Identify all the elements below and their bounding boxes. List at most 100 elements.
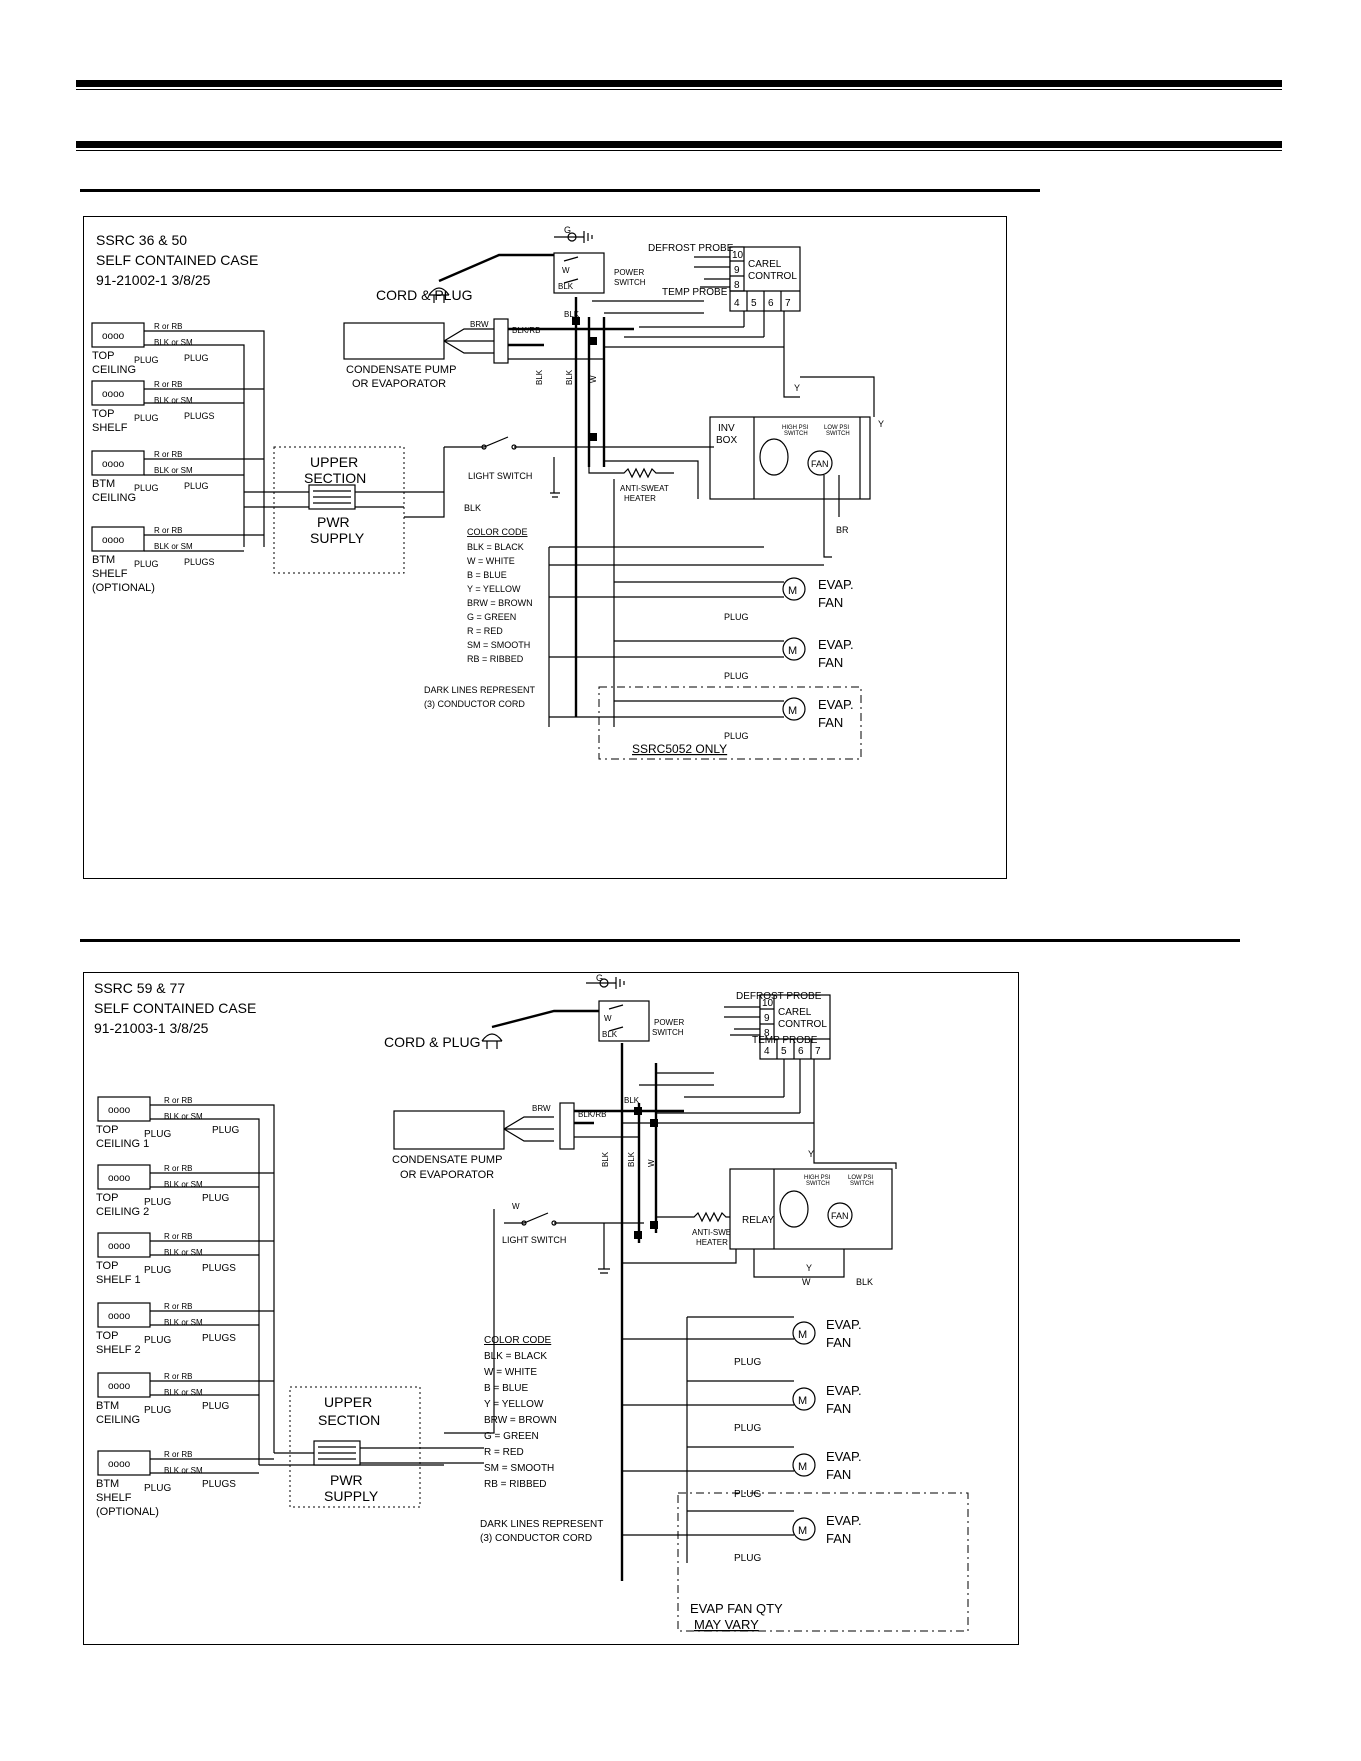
diagram2-color-code-4: Y = YELLOW <box>484 1399 544 1410</box>
diagram2-wire-label-12: BLK or SM <box>164 1466 203 1475</box>
diagram1-wire-label-1: R or RB <box>154 322 182 331</box>
diagram1-color-code-4: Y = YELLOW <box>467 584 521 594</box>
diagram2-light-4-plug-right: PLUGS <box>202 1333 236 1344</box>
diagram2-wire-label-8: BLK or SM <box>164 1318 203 1327</box>
diagram2-wire-label-3: R or RB <box>164 1164 192 1173</box>
diagram2-power-switch-label-1: POWER <box>654 1018 684 1027</box>
wiring-diagram-2-svg: SSRC 59 & 77 SELF CONTAINED CASE 91-2100… <box>94 973 969 1632</box>
diagram2-color-code-2: W = WHITE <box>484 1367 537 1378</box>
diagram2-defrost-probe-label: DEFROST PROBE <box>736 991 822 1002</box>
diagram1-control-label-1: CAREL <box>748 259 782 270</box>
diagram2-blk-3: BLK <box>627 1151 636 1167</box>
carel-control: 10 9 8 4 5 6 7 CAREL CONTROL <box>759 994 831 1060</box>
top-rule-thick-1 <box>76 80 1282 87</box>
anti-sweat-heater: ANTI-SWEAT HEATER <box>656 1211 741 1247</box>
diagram1-cord-plug-label: CORD & PLUG <box>376 287 472 303</box>
diagram2-blk-2: BLK <box>601 1151 610 1167</box>
svg-text:oooo: oooo <box>108 1381 131 1392</box>
wiring-diagram-1: SSRC 36 & 50 SELF CONTAINED CASE 91-2100… <box>83 216 1007 879</box>
diagram1-wire-label-6: BLK or SM <box>154 466 193 475</box>
diagram2-wire-label-7: R or RB <box>164 1302 192 1311</box>
evap-fan-1: M EVAP. FAN PLUG <box>734 1317 862 1368</box>
diagram1-motor-1: M <box>788 585 797 597</box>
diagram1-light-2-name-1: TOP <box>92 408 114 420</box>
diagram2-upper-section-2: SECTION <box>318 1412 380 1428</box>
diagram2-term-8: 8 <box>764 1028 770 1039</box>
diagram2-light-4-name-1: TOP <box>96 1330 118 1342</box>
diagram1-color-code-title: COLOR CODE <box>467 527 528 537</box>
optional-fan-box <box>677 1492 969 1632</box>
diagram2-light-3-name-2: SHELF 1 <box>96 1274 141 1286</box>
diagram2-low-psi-1: LOW PSI <box>848 1175 873 1181</box>
diagram2-light-3-plug-left: PLUG <box>144 1265 171 1276</box>
diagram2-evap-fan-2-label-1: EVAP. <box>826 1383 862 1398</box>
diagram2-dark-lines-1: DARK LINES REPRESENT <box>480 1519 603 1530</box>
diagram1-optional-note: SSRC5052 ONLY <box>632 742 727 756</box>
diagram1-fan-label: FAN <box>811 459 829 469</box>
diagram1-blk-3: BLK <box>565 369 574 385</box>
diagram2-blk-4: BLK <box>856 1277 873 1287</box>
diagram1-blk-light: BLK <box>464 503 481 513</box>
diagram1-light-2-plug-left: PLUG <box>134 413 159 423</box>
diagram1-wire-label-2: BLK or SM <box>154 338 193 347</box>
carel-control: 10 9 8 4 5 6 7 CAREL CONTROL <box>729 246 801 312</box>
diagram1-fan-plug-2: PLUG <box>724 671 749 681</box>
diagram2-light-1-name-2: CEILING 1 <box>96 1138 149 1150</box>
junction-1 <box>572 317 580 325</box>
ground-icon: G <box>586 973 625 989</box>
diagram2-fan-label: FAN <box>831 1211 849 1221</box>
light-switch[interactable]: LIGHT SWITCH <box>502 1212 644 1245</box>
diagram2-color-code-7: R = RED <box>484 1447 524 1458</box>
diagram1-term-10: 10 <box>732 250 744 261</box>
diagram2-w-1: W <box>647 1159 656 1167</box>
diagram2-color-code-3: B = BLUE <box>484 1383 529 1394</box>
diagram1-title-line-3: 91-21002-1 3/8/25 <box>96 272 211 288</box>
diagram2-control-label-1: CAREL <box>778 1007 812 1018</box>
diagram1-power-switch-label-2: SWITCH <box>614 278 646 287</box>
svg-text:oooo: oooo <box>102 389 125 400</box>
diagram1-evap-fan-3-label-2: FAN <box>818 715 843 730</box>
light-fixture-5: oooo BTM CEILING PLUG PLUG <box>96 1372 229 1426</box>
diagram1-color-code-2: W = WHITE <box>467 556 515 566</box>
condensate-pump-box <box>343 322 445 360</box>
diagram1-light-1-name-2: CEILING <box>92 364 136 376</box>
diagram2-light-6-plug-left: PLUG <box>144 1483 171 1494</box>
diagram1-y-1: Y <box>794 383 800 393</box>
diagram2-light-6-name-3: (OPTIONAL) <box>96 1506 159 1518</box>
diagram2-evap-fan-3-label-1: EVAP. <box>826 1449 862 1464</box>
diagram2-color-code-8: SM = SMOOTH <box>484 1463 554 1474</box>
diagram1-pwr-supply-2: SUPPLY <box>310 530 365 546</box>
diagram2-y-1: Y <box>808 1149 814 1159</box>
diagram2-anti-sweat-label-1: ANTI-SWEAT <box>692 1228 741 1237</box>
diagram2-light-6-name-1: BTM <box>96 1478 119 1490</box>
diagram2-fan-plug-1: PLUG <box>734 1357 761 1368</box>
diagram1-anti-sweat-label-2: HEATER <box>624 494 656 503</box>
diagram2-optional-note-2: MAY VARY <box>694 1617 759 1632</box>
diagram2-fan-plug-4: PLUG <box>734 1553 761 1564</box>
diagram2-wire-label-9: R or RB <box>164 1372 192 1381</box>
evap-fan-2: M EVAP. FAN PLUG <box>724 637 854 681</box>
svg-text:oooo: oooo <box>102 459 125 470</box>
diagram2-condensate-label-2: OR EVAPORATOR <box>400 1169 494 1181</box>
power-switch[interactable]: W BLK POWER SWITCH <box>598 1000 684 1042</box>
junction-3 <box>589 433 597 441</box>
diagram1-title-line-2: SELF CONTAINED CASE <box>96 252 258 268</box>
diagram1-light-4-plug-left: PLUG <box>134 559 159 569</box>
svg-text:oooo: oooo <box>108 1105 131 1116</box>
section-rule-1 <box>80 189 1040 192</box>
power-switch[interactable]: W BLK POWER SWITCH <box>553 252 646 294</box>
diagram1-blkrb-label: BLK/RB <box>512 326 540 335</box>
diagram2-light-3-name-1: TOP <box>96 1260 118 1272</box>
diagram2-color-code-9: RB = RIBBED <box>484 1479 547 1490</box>
diagram1-light-1-plug-right: PLUG <box>184 353 209 363</box>
junction-4 <box>634 1231 642 1239</box>
light-fixture-1: oooo TOP CEILING 1 PLUG PLUG <box>96 1096 239 1150</box>
diagram2-condensate-label-1: CONDENSATE PUMP <box>392 1154 502 1166</box>
diagram1-power-switch-label-1: POWER <box>614 268 644 277</box>
diagram1-term-6: 6 <box>768 298 774 309</box>
upper-section-box <box>273 446 405 574</box>
diagram2-upper-section-1: UPPER <box>324 1394 372 1410</box>
diagram1-color-code-1: BLK = BLACK <box>467 542 524 552</box>
diagram1-light-4-name-2: SHELF <box>92 568 128 580</box>
light-switch[interactable]: LIGHT SWITCH <box>444 436 604 481</box>
